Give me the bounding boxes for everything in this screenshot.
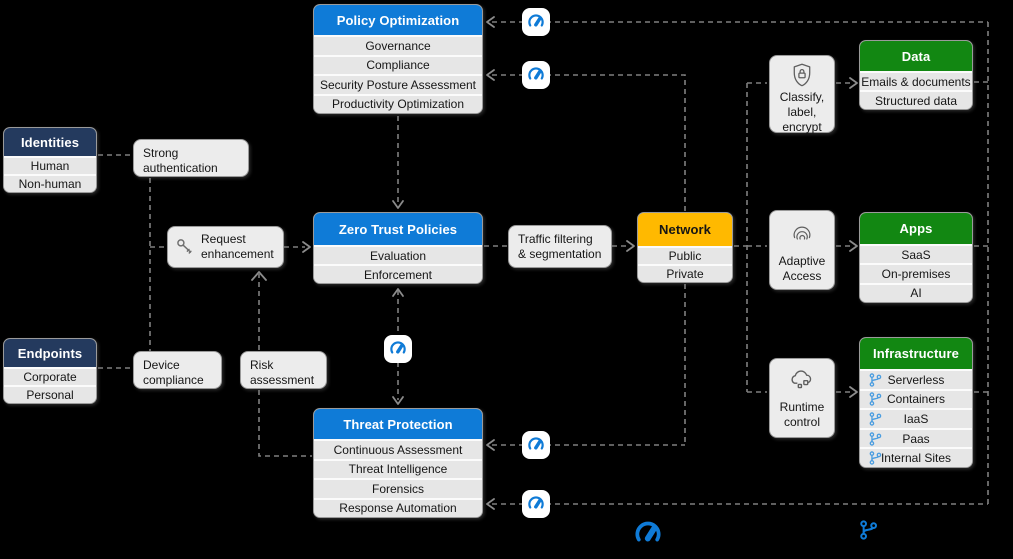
node-row: IaaS	[860, 408, 972, 428]
process-adaptive-access: Adaptive Access	[769, 210, 835, 290]
node-title: Zero Trust Policies	[314, 213, 482, 245]
node-row: Productivity Optimization	[314, 93, 482, 113]
branch-api-icon	[868, 371, 882, 388]
node-row: SaaS	[860, 244, 972, 264]
node-row: Governance	[314, 35, 482, 55]
node-row: Enforcement	[314, 264, 482, 283]
process-traffic-filtering: Traffic filtering & segmentation	[508, 225, 612, 268]
cloud-runtime-icon	[788, 368, 816, 392]
telemetry-gauge-icon	[522, 61, 550, 89]
node-row-label: Containers	[886, 392, 946, 407]
node-row: Continuous Assessment	[314, 439, 482, 459]
node-row: Emails & documents	[860, 71, 972, 90]
process-risk-assessment: Risk assessment	[240, 351, 327, 389]
process-runtime-control: Runtime control	[769, 358, 835, 438]
branch-api-icon	[868, 391, 882, 408]
node-title: Apps	[860, 213, 972, 244]
node-zero-trust-policies: Zero Trust Policies Evaluation Enforceme…	[313, 212, 483, 284]
node-row-label: IaaS	[903, 411, 929, 426]
node-title: Endpoints	[4, 339, 96, 367]
node-identities: Identities Human Non-human	[3, 127, 97, 193]
node-title: Data	[860, 41, 972, 71]
branch-api-icon	[868, 410, 882, 427]
process-label: Adaptive Access	[778, 254, 826, 283]
node-row: Security Posture Assessment	[314, 74, 482, 94]
process-label: Request enhancement	[201, 232, 274, 261]
process-request-enhancement: Request enhancement	[167, 226, 284, 268]
process-device-compliance: Device compliance	[133, 351, 222, 389]
node-endpoints: Endpoints Corporate Personal	[3, 338, 97, 404]
node-title: Policy Optimization	[314, 5, 482, 35]
node-row: Non-human	[4, 174, 96, 192]
node-row: AI	[860, 282, 972, 302]
node-data: Data Emails & documents Structured data	[859, 40, 973, 110]
shield-lock-icon	[790, 62, 814, 88]
node-row: Threat Intelligence	[314, 458, 482, 478]
key-icon	[175, 237, 195, 257]
node-policy-optimization: Policy Optimization Governance Complianc…	[313, 4, 483, 114]
node-infrastructure: Infrastructure Serverless Containers Iaa…	[859, 337, 973, 468]
node-row: Human	[4, 156, 96, 174]
node-row: Structured data	[860, 90, 972, 109]
node-row: Compliance	[314, 54, 482, 74]
node-row: Paas	[860, 427, 972, 448]
process-label: Runtime control	[779, 400, 825, 429]
telemetry-gauge-icon	[522, 431, 550, 459]
branch-api-icon	[868, 450, 882, 467]
node-row: Response Automation	[314, 497, 482, 517]
node-row: Internal Sites	[860, 447, 972, 467]
process-label: Classify, label, encrypt	[779, 90, 825, 134]
node-row: Serverless	[860, 369, 972, 389]
telemetry-gauge-icon	[522, 490, 550, 518]
node-title: Network	[638, 213, 732, 246]
branch-api-icon	[868, 430, 882, 447]
node-row: Forensics	[314, 478, 482, 498]
telemetry-gauge-icon	[522, 8, 550, 36]
node-network: Network Public Private	[637, 212, 733, 283]
node-threat-protection: Threat Protection Continuous Assessment …	[313, 408, 483, 518]
node-row: On-premises	[860, 263, 972, 283]
node-title: Threat Protection	[314, 409, 482, 439]
node-title: Infrastructure	[860, 338, 972, 369]
node-row: Corporate	[4, 367, 96, 385]
node-row: Evaluation	[314, 245, 482, 264]
legend-branch-api-icon	[857, 516, 879, 544]
node-row-label: Serverless	[887, 372, 945, 387]
telemetry-gauge-icon	[384, 335, 412, 363]
fingerprint-icon	[789, 221, 815, 245]
node-row: Public	[638, 246, 732, 264]
legend-telemetry-gauge-icon	[628, 517, 668, 551]
node-row: Personal	[4, 385, 96, 403]
node-row-label: Internal Sites	[880, 451, 952, 466]
node-title: Identities	[4, 128, 96, 156]
node-row: Private	[638, 264, 732, 282]
process-classify-label-encrypt: Classify, label, encrypt	[769, 55, 835, 134]
node-apps: Apps SaaS On-premises AI	[859, 212, 973, 303]
node-row: Containers	[860, 388, 972, 409]
node-row-label: Paas	[902, 431, 930, 446]
process-strong-authentication: Strong authentication	[133, 139, 249, 177]
